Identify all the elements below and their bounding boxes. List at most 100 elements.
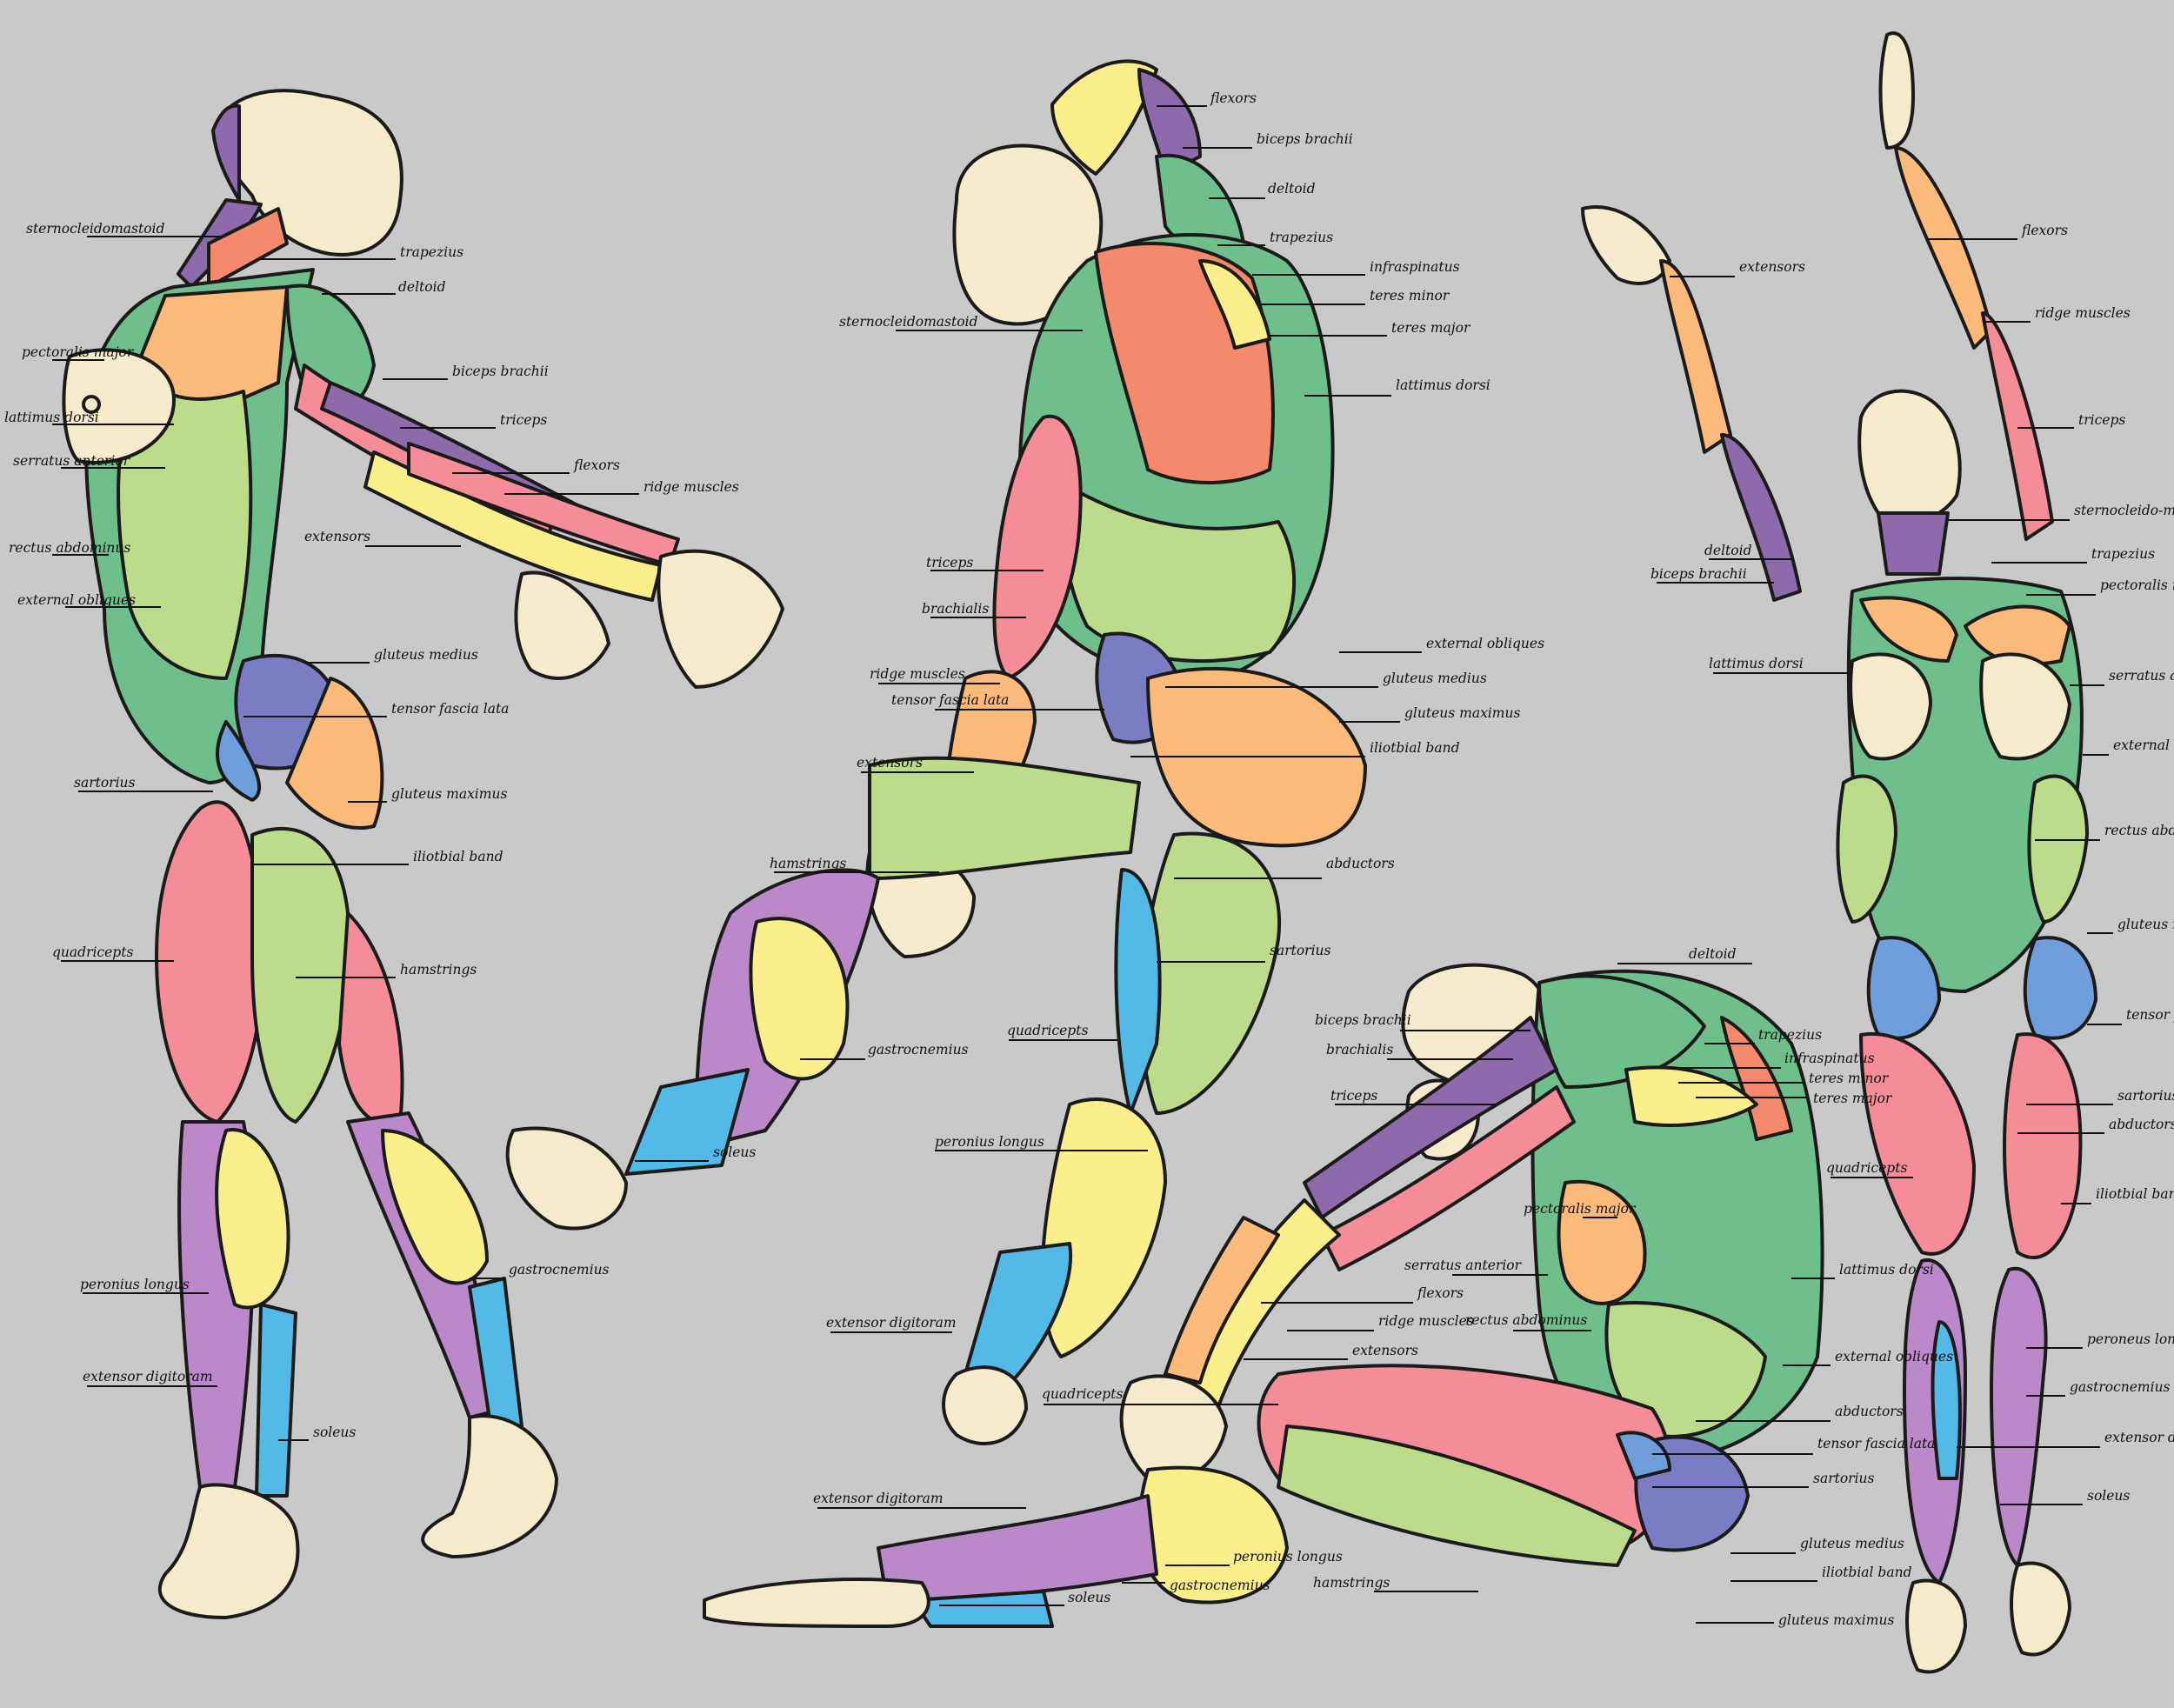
label-flexors: flexors — [2021, 223, 2068, 238]
label-serratus-anterior: serratus anterior — [1404, 1258, 1523, 1273]
label-soleus: soleus — [1068, 1590, 1110, 1605]
label-brachialis: brachialis — [922, 601, 989, 617]
label-triceps: triceps — [2078, 412, 2125, 428]
label-tensor-fascia-lata: tensor fascia lata — [1817, 1436, 1935, 1451]
label-gastrocnemius: gastrocnemius — [868, 1042, 969, 1057]
label-infraspinatus: infraspinatus — [1370, 259, 1460, 275]
label-sartorius: sartorius — [2117, 1088, 2174, 1104]
label-hamstrings: hamstrings — [770, 856, 846, 871]
label-gluteus-medius: gluteus medius — [374, 647, 478, 663]
label-quadricepts: quadricepts — [52, 944, 133, 960]
label-soleus: soleus — [713, 1144, 756, 1160]
label-sternocleido-mastoid: sternocleido-mastoid — [2074, 503, 2174, 518]
label-tensor-fascia-lata: tensor fascia lata — [891, 692, 1009, 708]
label-rectus-abdominus: rectus abdominus — [2104, 823, 2174, 838]
label-quadricepts: quadricepts — [1042, 1386, 1123, 1402]
label-external-obliques: external obliques — [1426, 636, 1544, 651]
label-lattimus-dorsi: lattimus dorsi — [1396, 377, 1490, 393]
label-quadricepts: quadricepts — [1826, 1160, 1907, 1176]
label-trapezius: trapezius — [1758, 1027, 1822, 1043]
label-triceps: triceps — [1330, 1088, 1377, 1104]
label-trapezius: trapezius — [400, 244, 463, 260]
label-brachialis: brachialis — [1326, 1042, 1393, 1057]
label-iliotbial-band: iliotbial band — [413, 849, 503, 864]
labels-figure-leaping-back: flexors biceps brachii deltoid trapezius… — [635, 90, 1544, 1333]
label-biceps-brachii: biceps brachii — [1315, 1012, 1411, 1028]
label-serratus-anterior: serratus anterior — [2109, 668, 2174, 684]
label-gluteus-maximus: gluteus maximus — [1778, 1612, 1894, 1628]
label-lattimus-dorsi: lattimus dorsi — [4, 410, 99, 425]
label-deltoid: deltoid — [1268, 181, 1316, 197]
label-biceps-brachii: biceps brachii — [452, 364, 549, 379]
label-pectoralis-major: pectoralis major — [2100, 577, 2174, 593]
label-gastrocnemius: gastrocnemius — [509, 1262, 610, 1278]
label-pectoralis-major: pectoralis major — [1524, 1201, 1637, 1217]
label-iliotbial-band: iliotbial band — [1822, 1565, 1912, 1580]
label-infraspinatus: infraspinatus — [1784, 1051, 1875, 1066]
label-soleus: soleus — [2087, 1488, 2130, 1504]
label-deltoid: deltoid — [1689, 946, 1737, 962]
label-sternocleidomastoid: sternocleidomastoid — [839, 314, 978, 330]
labels-figure-reaching-front: flexors extensors ridge muscles triceps … — [1651, 223, 2174, 1505]
label-teres-major: teres major — [1813, 1091, 1893, 1106]
labels-figure-seated: deltoid biceps brachii brachialis trapez… — [813, 946, 1953, 1628]
label-extensors: extensors — [304, 529, 370, 544]
label-ridge-muscles: ridge muscles — [2035, 305, 2131, 321]
label-flexors: flexors — [573, 457, 620, 473]
label-hamstrings: hamstrings — [400, 962, 477, 977]
label-gluteus-maximus: gluteus maximus — [1404, 705, 1520, 721]
label-extensors: extensors — [1739, 259, 1805, 275]
label-sartorius: sartorius — [1270, 943, 1331, 958]
label-iliotbial-band: iliotbial band — [1370, 740, 1460, 756]
label-trapezius: trapezius — [1270, 230, 1333, 245]
label-flexors: flexors — [1210, 90, 1257, 106]
label-sternocleidomastoid: sternocleidomastoid — [26, 221, 165, 237]
label-peronius-longus: peronius longus — [80, 1277, 190, 1292]
label-gluteus-medius: gluteus medius — [2117, 917, 2174, 932]
figure-seated — [703, 963, 1824, 1628]
label-pectoralis-major: pectoralis major — [22, 344, 135, 360]
label-gastrocnemius: gastrocnemius — [1170, 1578, 1270, 1593]
label-triceps: triceps — [926, 555, 973, 570]
label-peronius-longus: peronius longus — [935, 1134, 1044, 1150]
label-biceps-brachii: biceps brachii — [1257, 131, 1353, 147]
label-sartorius: sartorius — [1813, 1471, 1875, 1486]
label-extensor-digitorum: extensor digitorum — [2104, 1430, 2174, 1445]
label-trapezius: trapezius — [2091, 546, 2155, 562]
label-abductors: abductors — [1835, 1404, 1904, 1419]
label-biceps-brachii: biceps brachii — [1651, 566, 1747, 582]
label-rectus-abdominus: rectus abdominus — [9, 540, 130, 556]
label-triceps: triceps — [500, 412, 547, 428]
label-serratus-anterior: serratus anterior — [13, 453, 131, 469]
label-tensor-fascia-lata: tensor fascia lata — [391, 701, 509, 717]
figure-reaching-front — [1581, 31, 2097, 1674]
label-abductors: abductors — [2109, 1117, 2174, 1132]
label-teres-major: teres major — [1391, 320, 1471, 336]
label-ridge-muscles: ridge muscles — [870, 666, 965, 682]
label-extensor-digitoram: extensor digitoram — [83, 1369, 213, 1384]
label-teres-minor: teres minor — [1370, 288, 1450, 304]
figure-leaping-back — [505, 59, 1367, 1445]
label-deltoid: deltoid — [1704, 543, 1752, 558]
label-ridge-muscles: ridge muscles — [644, 479, 739, 495]
label-gluteus-medius: gluteus medius — [1383, 671, 1487, 686]
label-hamstrings: hamstrings — [1313, 1575, 1390, 1591]
label-quadricepts: quadricepts — [1007, 1023, 1088, 1038]
label-lattimus-dorsi: lattimus dorsi — [1709, 656, 1804, 671]
label-iliotbial-band: iliotbial band — [2096, 1186, 2174, 1202]
label-tensor-fascia-lata: tensor fascia lata — [2126, 1007, 2174, 1023]
label-teres-minor: teres minor — [1809, 1071, 1890, 1086]
label-extensor-digitoram: extensor digitoram — [826, 1315, 957, 1331]
label-external-obliques: external obliques — [2113, 737, 2174, 753]
label-soleus: soleus — [313, 1424, 356, 1440]
label-peroneus-longus: peroneus longus — [2087, 1331, 2174, 1347]
label-deltoid: deltoid — [398, 279, 446, 295]
label-external-obliques: external obliques — [1835, 1349, 1953, 1364]
labels-figure-arched-back: sternocleidomastoid trapezius deltoid pe… — [4, 221, 739, 1441]
label-sartorius: sartorius — [74, 775, 136, 791]
label-extensor-digitoram: extensor digitoram — [813, 1491, 944, 1506]
label-external-obliques: external obliques — [17, 592, 136, 608]
label-abductors: abductors — [1326, 856, 1395, 871]
